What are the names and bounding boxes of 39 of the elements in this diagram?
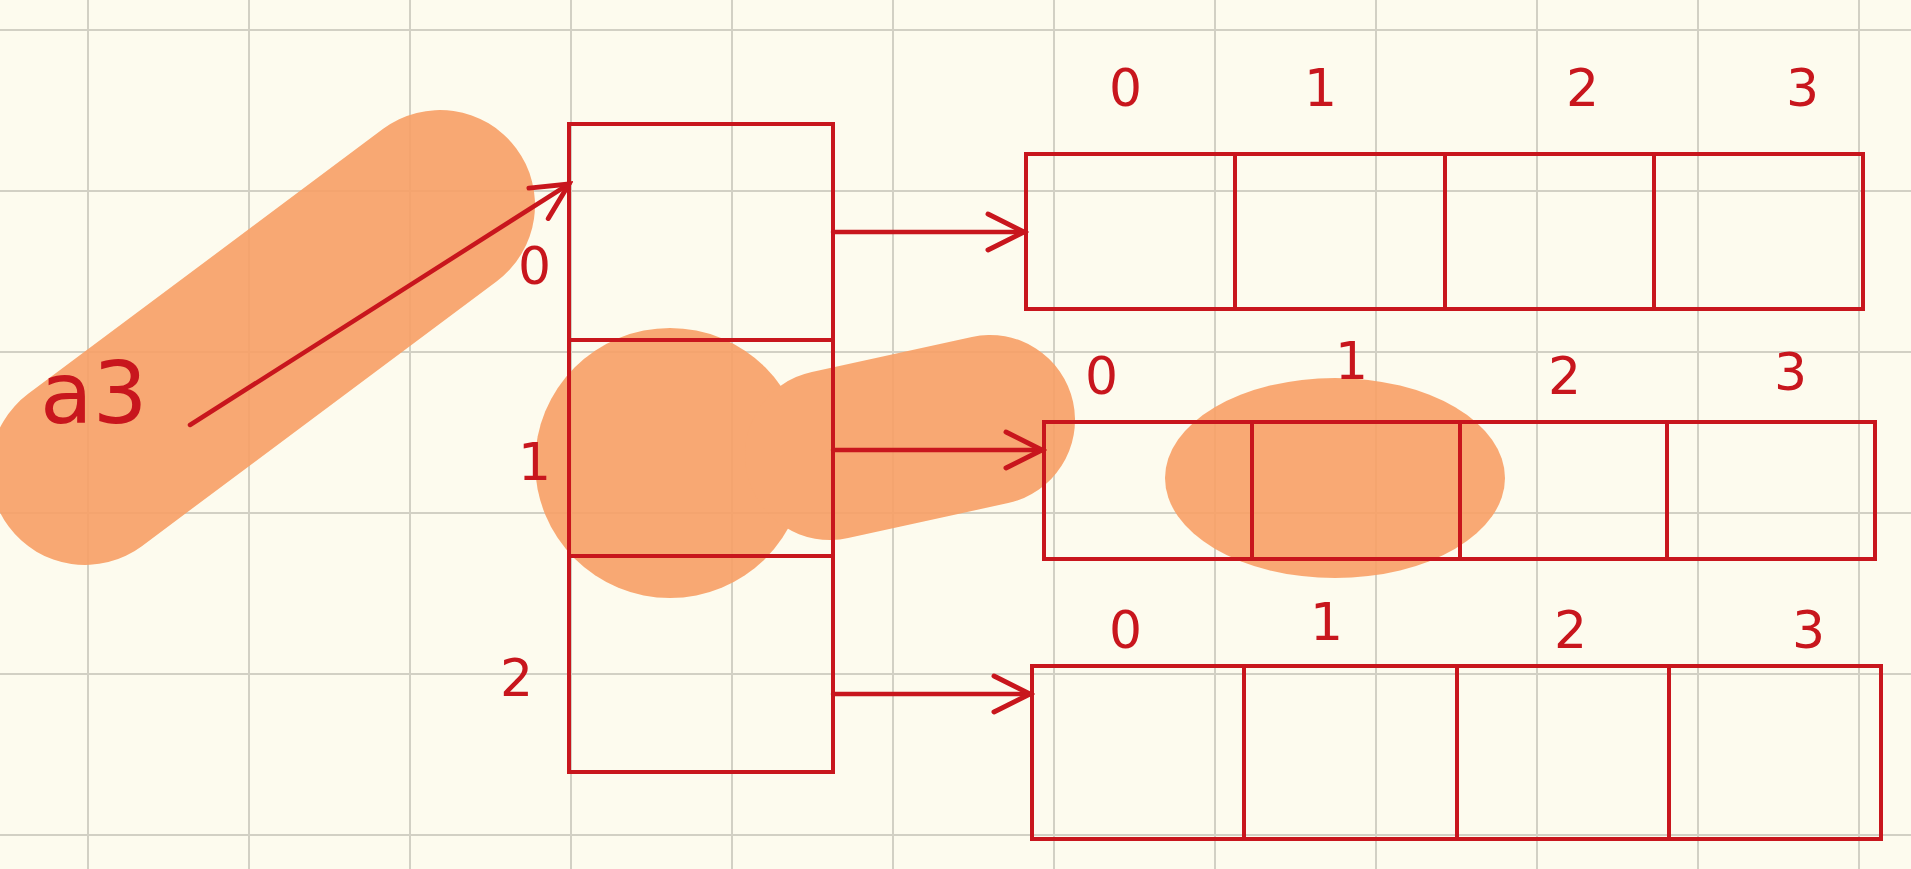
index-number: 1 xyxy=(1335,335,1369,387)
array-cell xyxy=(569,340,833,556)
array-cell xyxy=(1251,422,1460,559)
array-row xyxy=(1042,420,1877,561)
array-cell xyxy=(1044,422,1252,559)
array-row xyxy=(1024,152,1865,311)
index-number: 2 xyxy=(1566,62,1600,114)
array-cell xyxy=(1026,154,1236,309)
array-cell xyxy=(1667,422,1875,559)
arrow xyxy=(187,181,572,428)
index-number: 1 xyxy=(518,436,552,488)
arrow xyxy=(830,211,1027,253)
index-number: 0 xyxy=(1109,62,1143,114)
index-number: 3 xyxy=(1786,62,1820,114)
array-cell xyxy=(569,124,833,340)
index-number: 2 xyxy=(1554,604,1588,656)
array-cell xyxy=(1459,422,1668,559)
arrow xyxy=(830,673,1033,715)
index-number: 1 xyxy=(1310,596,1344,648)
array-cell xyxy=(1668,666,1881,839)
array-cell xyxy=(569,556,833,772)
index-number: 3 xyxy=(1792,604,1826,656)
array-cell xyxy=(1653,154,1863,309)
variable-name: a3 xyxy=(40,343,148,443)
index-number: 0 xyxy=(518,240,552,292)
pointer-array xyxy=(567,122,835,774)
array-cell xyxy=(1456,666,1669,839)
index-number: 3 xyxy=(1774,346,1808,398)
index-number: 1 xyxy=(1304,62,1338,114)
array-cell xyxy=(1235,154,1445,309)
array-row xyxy=(1030,664,1883,841)
arrow xyxy=(830,429,1045,471)
array-cell xyxy=(1244,666,1457,839)
array-cell xyxy=(1032,666,1245,839)
array-cell xyxy=(1444,154,1654,309)
index-number: 0 xyxy=(1109,604,1143,656)
index-number: 2 xyxy=(1548,350,1582,402)
index-number: 2 xyxy=(500,652,534,704)
index-number: 0 xyxy=(1085,350,1119,402)
